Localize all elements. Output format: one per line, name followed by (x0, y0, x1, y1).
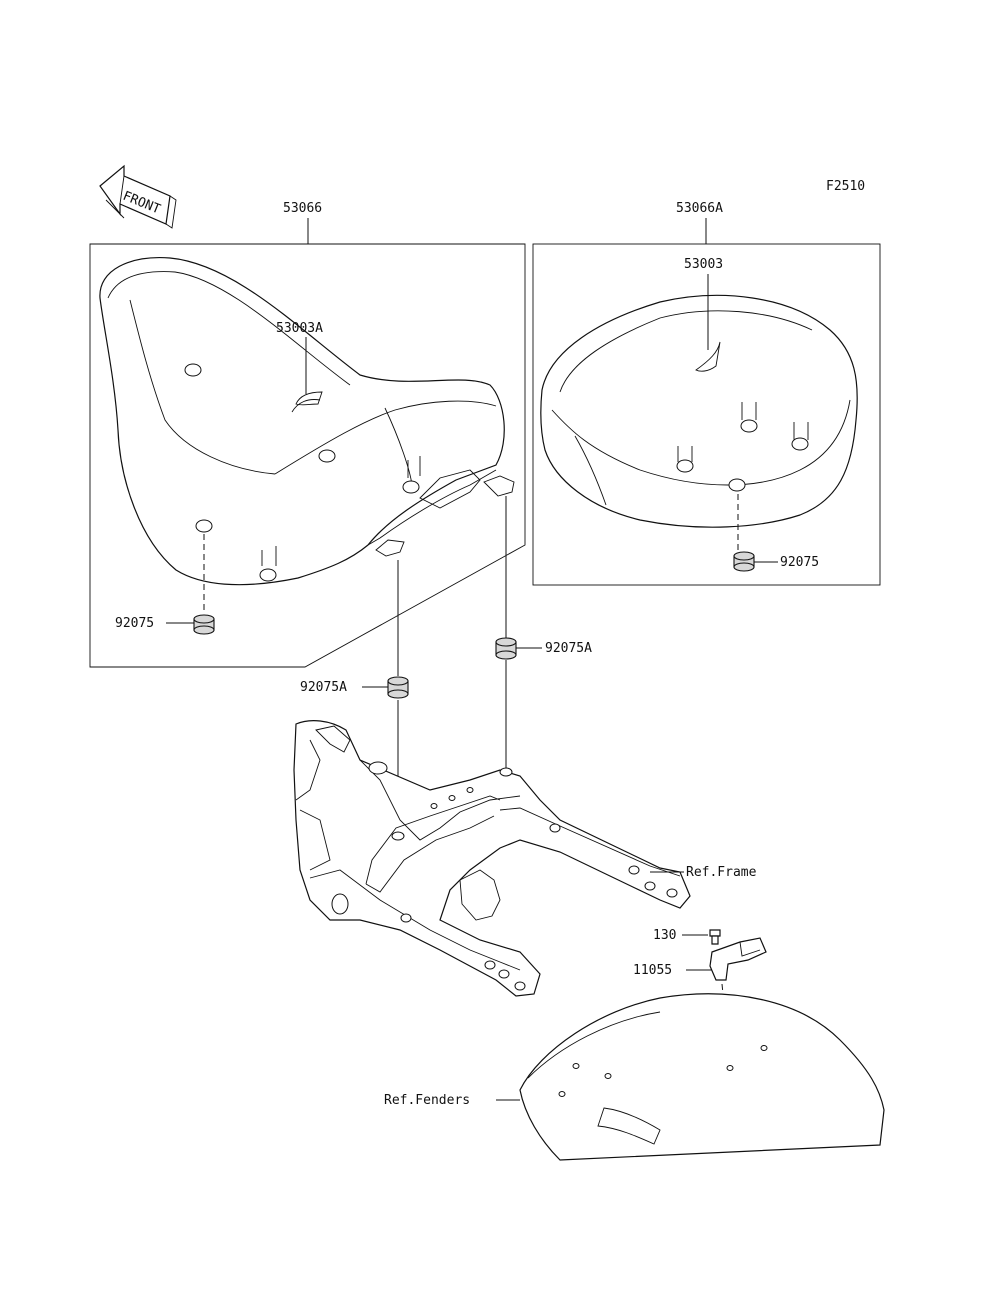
bracket (709, 937, 767, 981)
passenger-seat-cover-label: 53003 (684, 257, 723, 272)
ref-fenders-label: Ref.Fenders (384, 1093, 470, 1108)
fender (519, 993, 885, 1161)
rider-seat-group-box (89, 243, 526, 668)
front-arrow-icon: FRONT (99, 164, 177, 229)
rider-seat-cover-label: 53003A (276, 321, 323, 336)
rider-seat-damper-label: 92075 (115, 616, 154, 631)
frame (293, 720, 691, 997)
frame-damper-right (495, 637, 517, 660)
ref-frame-label: Ref.Frame (686, 865, 757, 880)
rider-seat-damper (193, 614, 215, 635)
figure-code: F2510 (826, 179, 865, 194)
frame-damper-left (387, 676, 409, 699)
bolt-label: 130 (653, 928, 676, 943)
frame-damper-left-label: 92075A (300, 680, 347, 695)
rider-seat (99, 257, 515, 586)
passenger-seat-part-number: 53066A (676, 201, 723, 216)
bracket-label: 11055 (633, 963, 672, 978)
passenger-seat (540, 294, 858, 528)
frame-damper-right-label: 92075A (545, 641, 592, 656)
passenger-seat-damper (733, 551, 755, 572)
rider-seat-part-number: 53066 (283, 201, 322, 216)
passenger-seat-group-box (532, 243, 881, 586)
bolt (709, 929, 721, 945)
passenger-seat-damper-label: 92075 (780, 555, 819, 570)
